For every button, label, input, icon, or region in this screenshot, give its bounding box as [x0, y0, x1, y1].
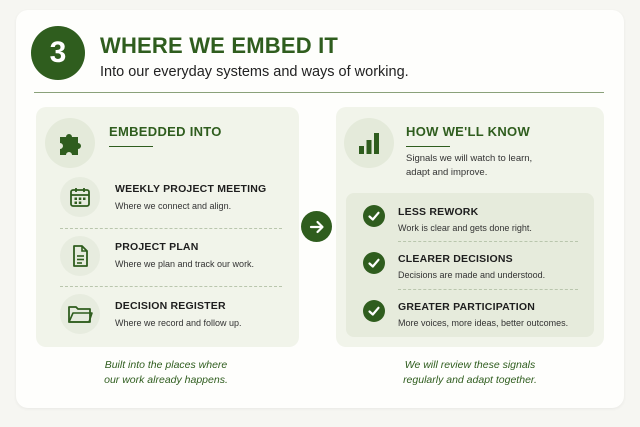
left-footnote-line1: Built into the places where: [104, 359, 228, 371]
signal-desc-less-rework: Work is clear and gets done right.: [398, 223, 532, 233]
row-divider: [60, 228, 282, 229]
how-we-know-title: HOW WE'LL KNOW: [406, 124, 531, 139]
right-footnote-line1: We will review these signals: [404, 359, 536, 371]
step-number: 3: [49, 36, 67, 69]
right-footnote-line2: regularly and adapt together.: [403, 374, 537, 386]
signal-title-greater-participation: GREATER PARTICIPATION: [398, 301, 536, 313]
left-footnote: Built into the places where our work alr…: [56, 358, 276, 388]
header-divider: [34, 92, 604, 93]
calendar-icon: [60, 177, 100, 217]
page-subtitle: Into our everyday systems and ways of wo…: [100, 64, 409, 80]
title-underline: [406, 146, 450, 147]
check-icon: [363, 300, 385, 322]
signals-description-line2: adapt and improve.: [406, 167, 488, 178]
check-icon: [363, 252, 385, 274]
item-desc-weekly-meeting: Where we connect and align.: [115, 201, 232, 211]
item-desc-project-plan: Where we plan and track our work.: [115, 259, 255, 269]
folder-icon: [60, 294, 100, 334]
signal-title-clearer-decisions: CLEARER DECISIONS: [398, 253, 513, 265]
bar-chart-icon: [344, 118, 394, 168]
item-title-project-plan: PROJECT PLAN: [115, 241, 199, 253]
left-footnote-line2: our work already happens.: [104, 374, 228, 386]
signals-description-line1: Signals we will watch to learn,: [406, 153, 533, 164]
item-title-weekly-meeting: WEEKLY PROJECT MEETING: [115, 183, 267, 195]
step-number-badge: 3: [31, 26, 85, 80]
signals-box: [346, 193, 594, 337]
right-footnote: We will review these signals regularly a…: [352, 358, 588, 388]
row-divider: [60, 286, 282, 287]
signal-desc-clearer-decisions: Decisions are made and understood.: [398, 270, 546, 280]
signal-title-less-rework: LESS REWORK: [398, 206, 479, 218]
arrow-right-icon: [301, 211, 332, 242]
signals-description: Signals we will watch to learn, adapt an…: [406, 152, 532, 180]
title-underline: [109, 146, 153, 147]
embedded-into-title: EMBEDDED INTO: [109, 124, 222, 139]
item-title-decision-register: DECISION REGISTER: [115, 300, 226, 312]
document-icon: [60, 236, 100, 276]
puzzle-icon: [45, 118, 95, 168]
signal-desc-greater-participation: More voices, more ideas, better outcomes…: [398, 318, 569, 328]
signal-divider: [398, 289, 578, 290]
item-desc-decision-register: Where we record and follow up.: [115, 318, 242, 328]
signal-divider: [398, 241, 578, 242]
check-icon: [363, 205, 385, 227]
page-title: WHERE WE EMBED IT: [100, 33, 339, 58]
